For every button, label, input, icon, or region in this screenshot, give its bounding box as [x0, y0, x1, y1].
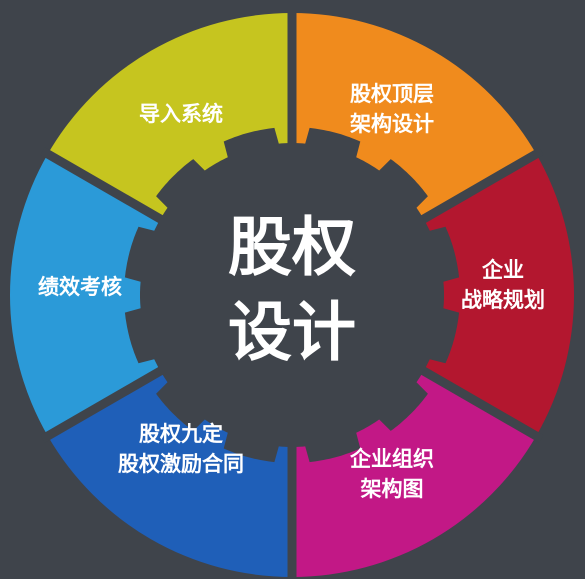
center-hub [124, 127, 460, 463]
segment-right [421, 154, 574, 436]
segment-label-bottom-left-line-2: 股权激励合同 [118, 452, 244, 476]
segment-label-left-line-1: 绩效考核 [38, 275, 122, 299]
segment-bottom-left [47, 370, 292, 577]
divider-left [40, 363, 170, 443]
segment-bottom-right [292, 370, 537, 577]
wheel-segments [9, 13, 574, 577]
divider-top-left [40, 147, 170, 227]
center-title-line-2: 设计 [228, 297, 356, 371]
segment-top-left [47, 13, 292, 220]
segment-label-right-line-1: 企业 [481, 258, 524, 282]
segment-left [9, 154, 163, 436]
center-title-line-1: 股权 [228, 212, 356, 286]
divider-right [414, 147, 544, 227]
segment-label-bottom-right-line-1: 企业组织 [349, 447, 434, 471]
segment-dividers [40, 7, 544, 579]
segment-label-top-right-line-1: 股权顶层 [350, 82, 434, 106]
segment-top-right [292, 13, 537, 220]
segment-label-top-left-line-1: 导入系统 [139, 102, 223, 126]
gear-hub [124, 127, 460, 463]
segment-label-top-right-line-2: 架构设计 [350, 112, 434, 136]
segment-label-bottom-right-line-2: 架构图 [361, 477, 424, 501]
segment-label-bottom-left-line-1: 股权九定 [139, 422, 223, 446]
divider-bottom-right [414, 363, 544, 443]
segment-label-right-line-2: 战略规划 [461, 288, 545, 312]
